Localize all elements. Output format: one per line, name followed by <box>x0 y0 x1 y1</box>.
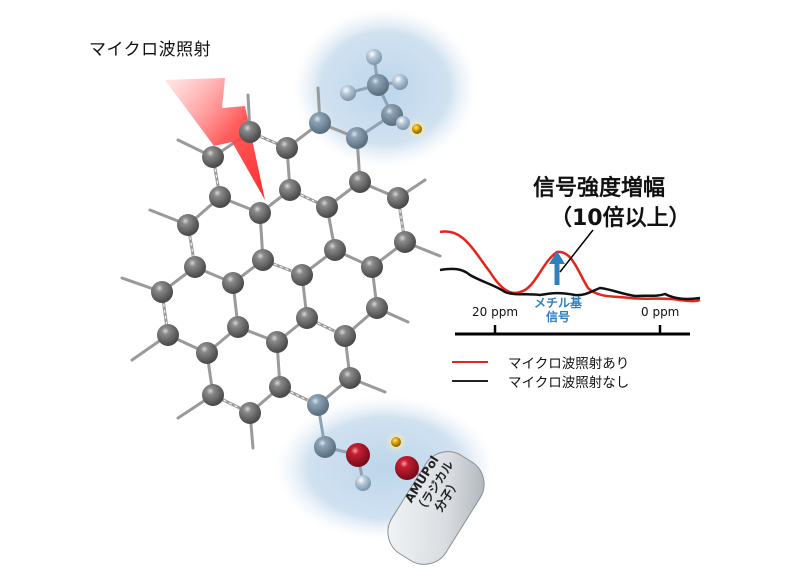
functional-carbon-atoms <box>307 74 403 458</box>
legend-item-without-mw: マイクロ波照射なし <box>452 371 630 391</box>
methyl-signal-line1: メチル基 <box>533 296 582 310</box>
hydrogen-atoms <box>340 49 410 491</box>
legend-label-without-mw: マイクロ波照射なし <box>508 374 630 391</box>
microwave-irradiation-label: マイクロ波照射 <box>89 40 212 60</box>
series-without-microwave <box>439 267 701 301</box>
signal-enhancement-title: 信号強度増幅 <box>533 176 666 201</box>
unpaired-electron-icons <box>385 118 428 453</box>
signal-arrow-up-icon <box>549 251 565 264</box>
tick-label-20ppm: 20 ppm <box>472 305 519 319</box>
chart-legend: マイクロ波照射あり マイクロ波照射なし <box>452 352 630 391</box>
tick-label-0ppm: 0 ppm <box>641 305 680 319</box>
microwave-bolt-icon <box>165 78 265 200</box>
signal-enhancement-subtitle: （10倍以上） <box>550 206 691 231</box>
callout-line <box>559 229 594 273</box>
methyl-signal-line2: 信号 <box>545 310 570 324</box>
legend-item-with-mw: マイクロ波照射あり <box>452 352 630 372</box>
graphene-carbon-atoms <box>151 121 416 424</box>
methyl-signal-label: メチル基 信号 <box>528 296 588 324</box>
oxygen-atoms <box>346 443 419 480</box>
legend-label-with-mw: マイクロ波照射あり <box>508 355 630 372</box>
series-with-microwave <box>439 230 701 303</box>
amupol-radical-pill <box>387 451 485 565</box>
nmr-spectrum-chart <box>439 229 701 336</box>
